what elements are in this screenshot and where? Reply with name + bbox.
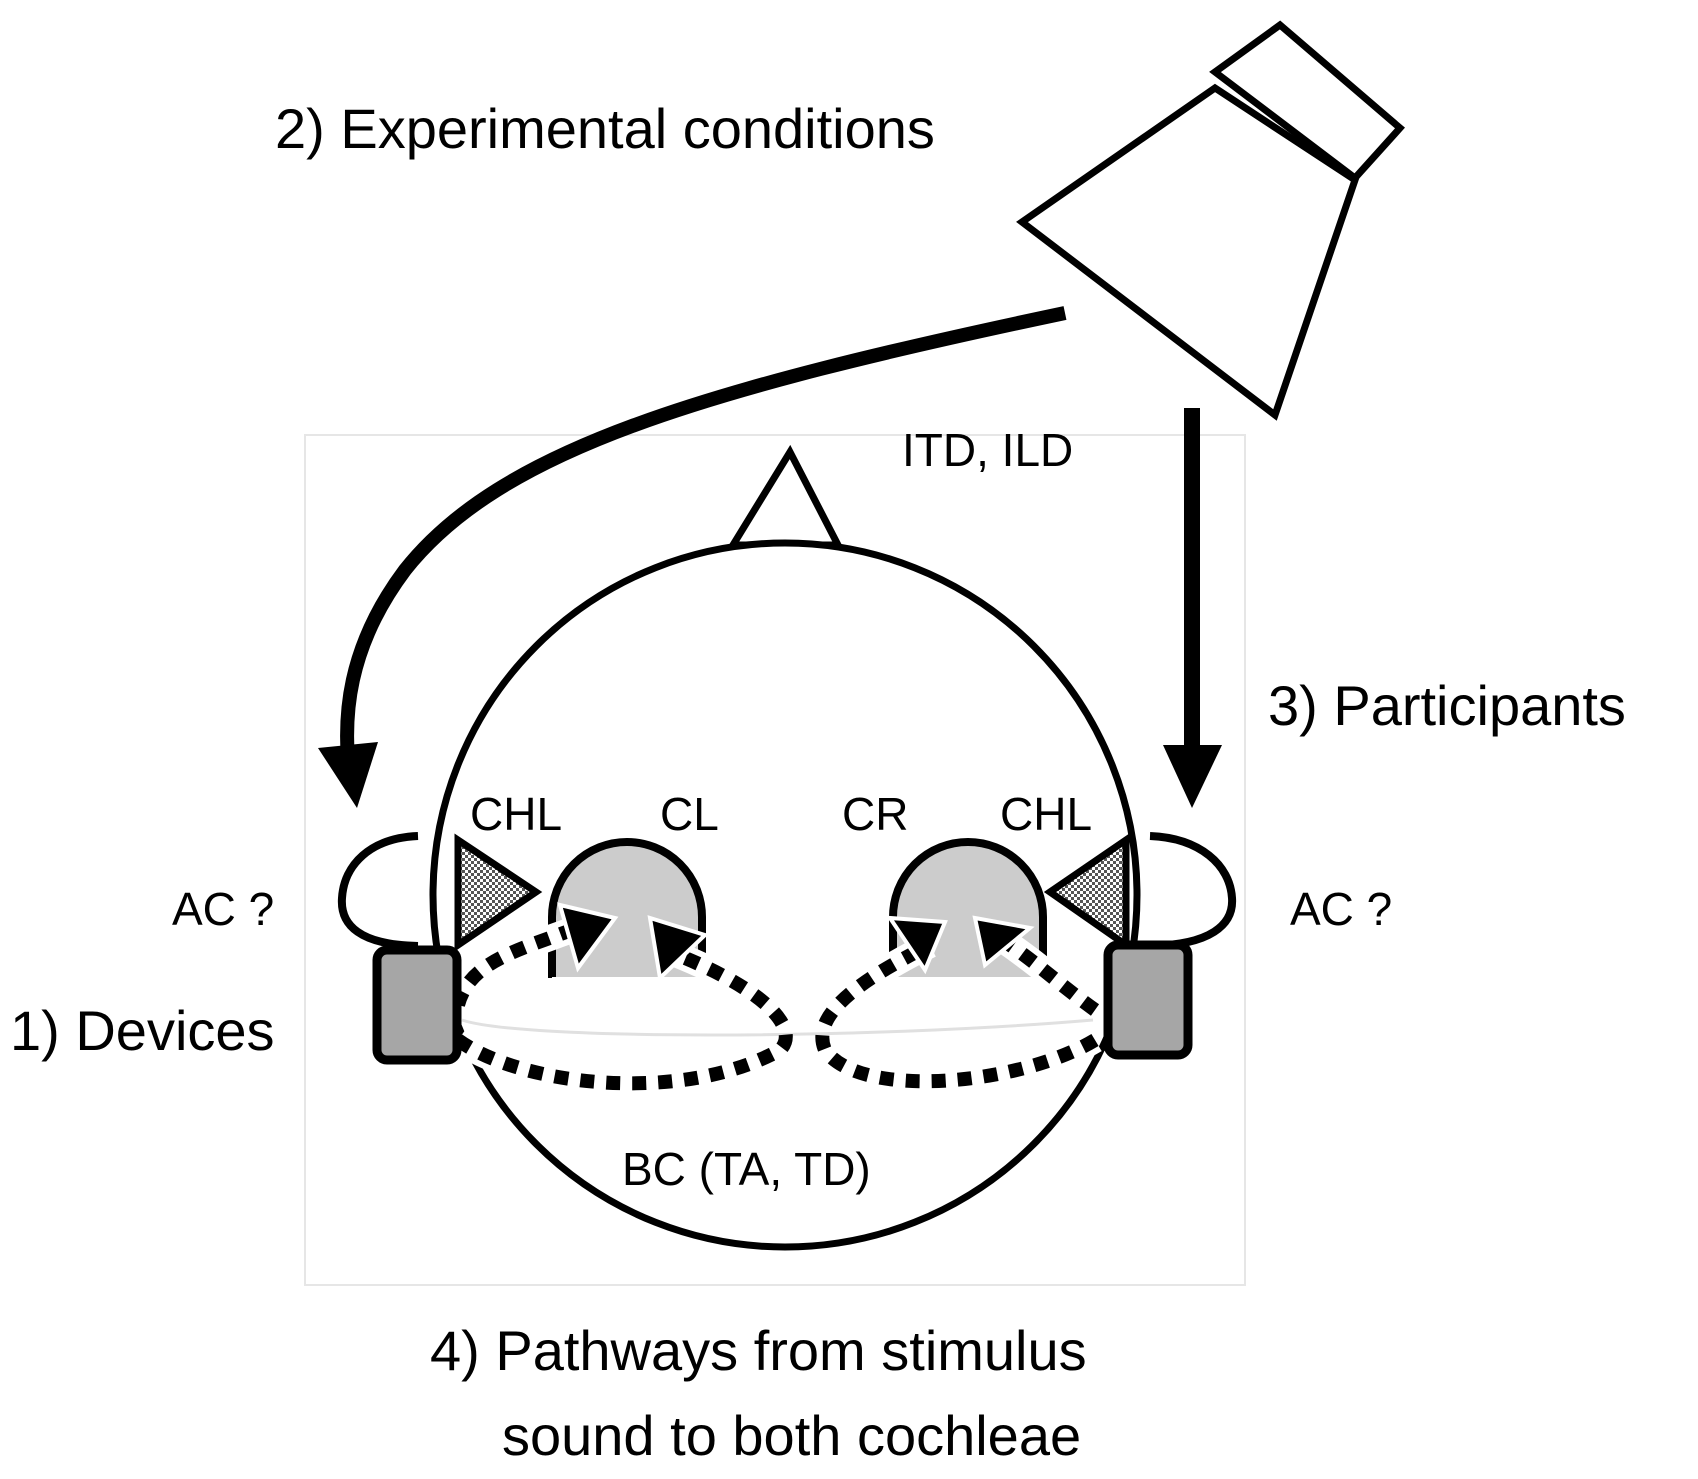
label-bc: BC (TA, TD)	[622, 1143, 871, 1195]
label-chl-left: CHL	[470, 788, 562, 840]
label-ac-right: AC ?	[1290, 883, 1392, 935]
label-ac-left: AC ?	[172, 883, 274, 935]
label-cr: CR	[842, 788, 908, 840]
nose-icon	[726, 444, 844, 549]
label-pathways-line1: 4) Pathways from stimulus	[430, 1319, 1087, 1382]
right-pinna	[1149, 832, 1237, 950]
label-pathways-line2: sound to both cochleae	[502, 1404, 1081, 1467]
label-chl-right: CHL	[1000, 788, 1092, 840]
bc-pathways	[445, 902, 1103, 1097]
left-pinna	[337, 832, 419, 950]
arrow-to-left-ear	[318, 306, 1067, 808]
label-experimental-conditions: 2) Experimental conditions	[275, 97, 935, 160]
device-right	[1103, 940, 1193, 1060]
label-itd-ild: ITD, ILD	[902, 424, 1073, 476]
loudspeaker-icon	[1016, 20, 1405, 421]
label-participants: 3) Participants	[1268, 674, 1626, 737]
label-cl: CL	[660, 788, 719, 840]
chl-marker-left	[454, 833, 543, 952]
arrow-to-right-ear	[1163, 408, 1222, 808]
device-left	[372, 945, 462, 1065]
label-devices: 1) Devices	[10, 999, 275, 1062]
chl-marker-right	[1043, 833, 1130, 952]
figure-frame	[304, 434, 1246, 1286]
